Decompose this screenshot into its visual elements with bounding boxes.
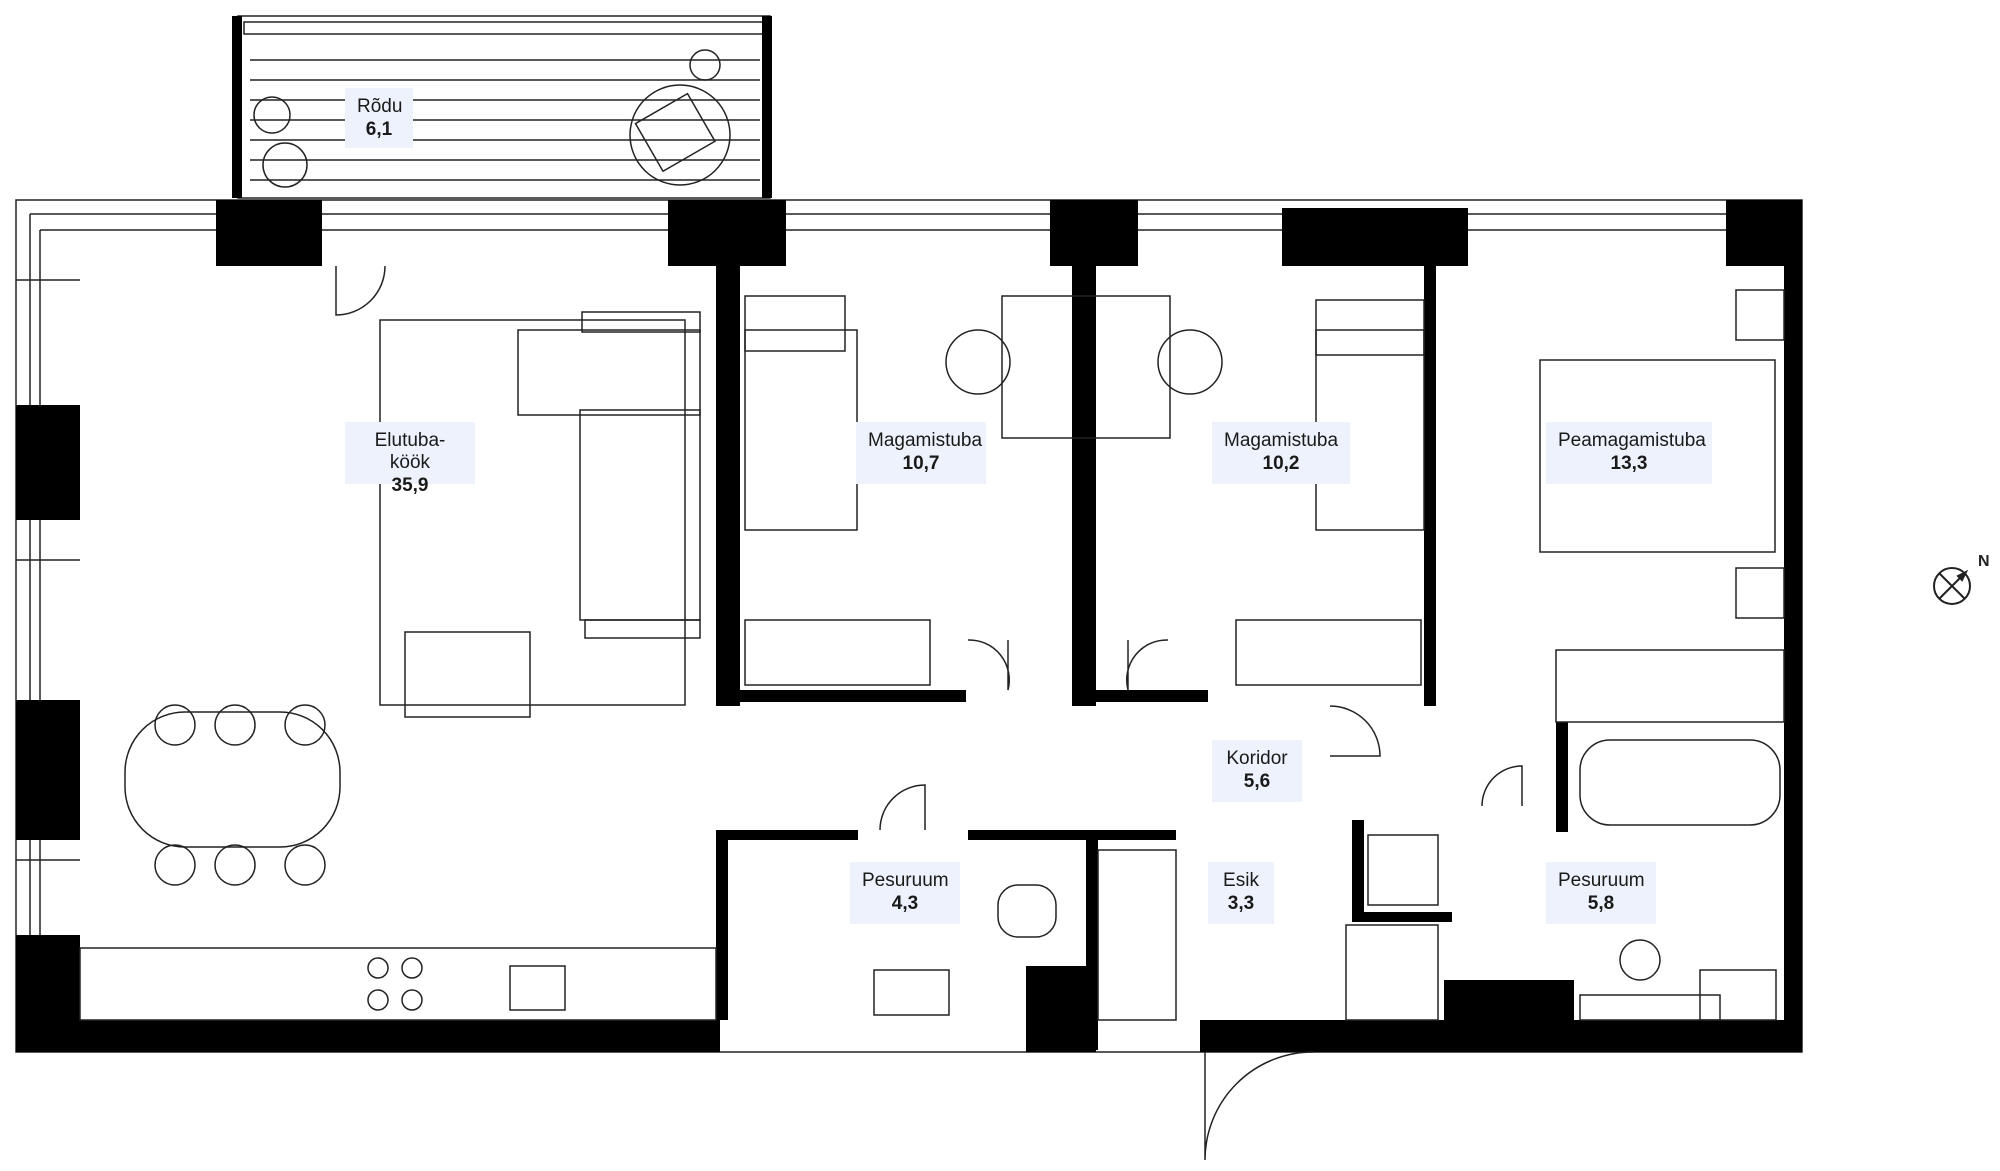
room-label-bathroom-2: Pesuruum 5,8 — [1546, 862, 1656, 924]
washer-icon — [1367, 834, 1439, 906]
door-arc — [335, 265, 386, 316]
room-label-bathroom-1: Pesuruum 4,3 — [850, 862, 960, 924]
kitchen-counter — [79, 947, 717, 1021]
shoe-cabinet — [1097, 849, 1177, 1021]
plant-icon — [253, 96, 291, 134]
door-arc — [1125, 639, 1169, 691]
wardrobe — [744, 619, 931, 686]
room-label-bedroom-1: Magamistuba 10,7 — [856, 422, 986, 484]
outer-outline — [15, 199, 1803, 1053]
chair-icon — [945, 329, 1011, 395]
wardrobe — [1555, 649, 1785, 723]
desk — [1001, 295, 1171, 439]
room-label-bedroom-2: Magamistuba 10,2 — [1212, 422, 1350, 484]
compass-label: N — [1978, 553, 1990, 570]
sink-icon — [873, 969, 950, 1016]
bathtub-icon — [1579, 739, 1781, 826]
balcony-walls — [232, 16, 772, 198]
room-label-corridor: Koridor 5,6 — [1212, 740, 1302, 802]
rug — [379, 319, 686, 706]
wardrobe — [1235, 619, 1422, 686]
compass-icon — [1933, 567, 1971, 605]
balcony — [237, 15, 771, 199]
sink-icon — [509, 965, 566, 1011]
utility-closet — [1345, 924, 1439, 1021]
door-arc — [1481, 765, 1523, 807]
stove-icon — [367, 957, 389, 979]
door-arc — [967, 639, 1011, 691]
balcony-chair-icon — [629, 84, 731, 186]
sink-icon — [1699, 969, 1777, 1021]
chair-icon — [1157, 329, 1223, 395]
plant-icon — [689, 49, 721, 81]
bed — [744, 295, 846, 352]
entrance-door-arc — [1204, 1051, 1314, 1161]
double-bed — [1539, 359, 1776, 553]
door-arc — [1329, 705, 1381, 757]
sofa — [581, 311, 701, 333]
plant-icon — [262, 142, 308, 188]
toilet-icon — [997, 884, 1057, 938]
toilet-icon — [1619, 939, 1661, 981]
room-label-master-bedroom: Peamagamistuba 13,3 — [1546, 422, 1712, 484]
walls — [16, 200, 1802, 1052]
room-label-rodu: Rõdu 6,1 — [345, 88, 413, 148]
room-label-hall: Esik 3,3 — [1208, 862, 1274, 924]
door-arc — [879, 784, 926, 831]
dining-table — [124, 711, 341, 848]
armchair-icon — [404, 631, 531, 718]
room-label-living-kitchen: Elutuba-köök 35,9 — [345, 422, 475, 496]
